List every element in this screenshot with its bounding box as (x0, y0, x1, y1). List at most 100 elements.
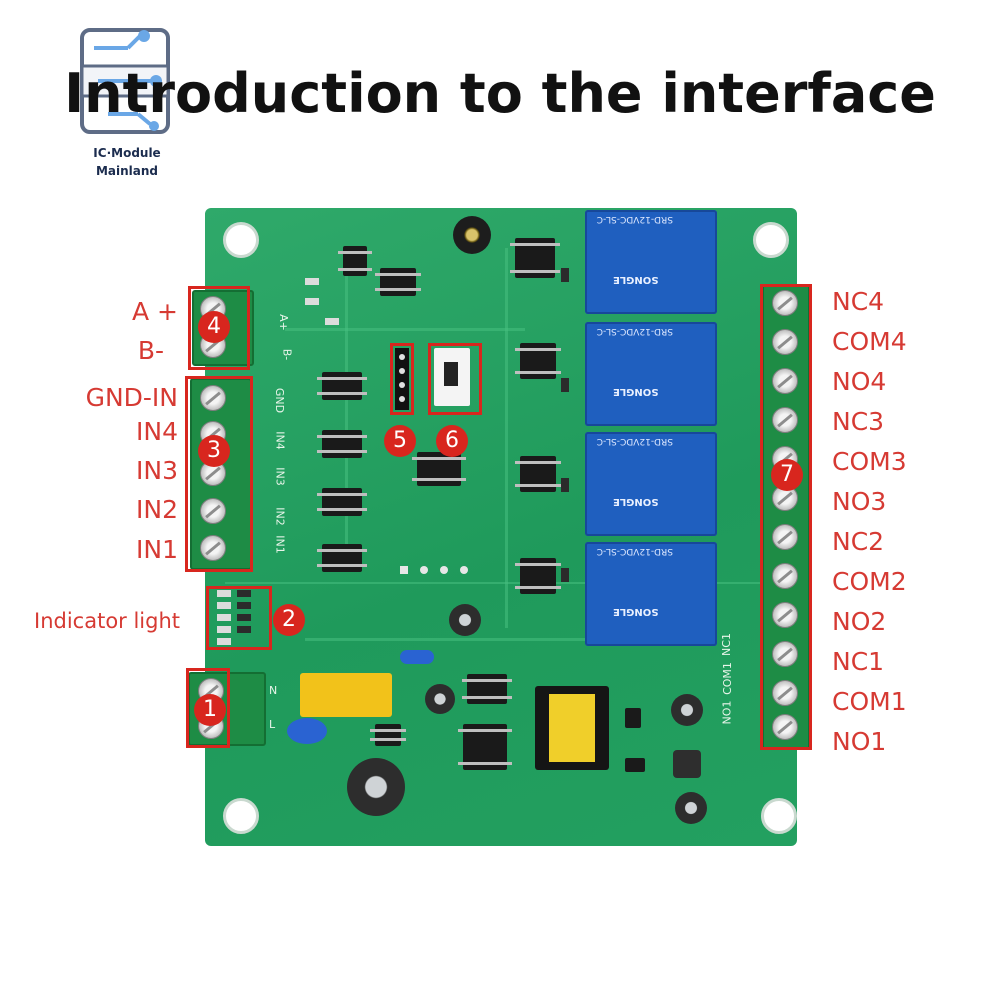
silk-gnd: GND (273, 387, 287, 414)
pcb-trace (285, 328, 525, 331)
silk-nc1: NC1 (719, 633, 733, 656)
mounting-hole (223, 222, 259, 258)
relay-output-terminal (762, 284, 810, 750)
label-com2: COM2 (832, 567, 907, 596)
relay-k2: SRD-12VDC-SL-C SONGLE (585, 432, 717, 536)
terminal-screw-com4[interactable] (772, 329, 798, 355)
smd-component (561, 568, 569, 582)
safety-capacitor (300, 673, 392, 717)
badge-2: 2 (273, 604, 305, 636)
label-no3: NO3 (832, 487, 887, 516)
microcontroller-chip (412, 452, 466, 486)
label-com4: COM4 (832, 327, 907, 356)
smd-component (561, 378, 569, 392)
silk-l: L (269, 718, 276, 731)
terminal-screw-com1[interactable] (772, 680, 798, 706)
diode (625, 708, 641, 728)
smd-resistor (237, 602, 251, 609)
indicator-led (217, 614, 231, 621)
regulator (625, 758, 645, 772)
label-in3: IN3 (136, 456, 178, 485)
relay-board: SRD-12VDC-SL-C SONGLE SRD-12VDC-SL-C SON… (205, 208, 797, 846)
label-nc2: NC2 (832, 527, 885, 556)
optocoupler (515, 343, 561, 379)
electrolytic-capacitor (449, 604, 481, 636)
highlight-box-inputs (185, 376, 253, 572)
optocoupler (317, 544, 367, 572)
page-title: Introduction to the interface (64, 62, 936, 125)
relay-brand: SONGLE (613, 386, 659, 397)
relay-brand: SONGLE (613, 496, 659, 507)
silk-in2: IN2 (273, 507, 287, 526)
terminal-screw-nc2[interactable] (772, 524, 798, 550)
indicator-led (217, 638, 231, 645)
mounting-hole (753, 222, 789, 258)
badge-7: 7 (771, 459, 803, 491)
ic-chip (338, 246, 372, 276)
ic-chip (375, 268, 421, 296)
relay-model-text: SRD-12VDC-SL-C (596, 214, 673, 224)
relay-k3: SRD-12VDC-SL-C SONGLE (585, 322, 717, 426)
relay-brand: SONGLE (613, 606, 659, 617)
terminal-screw-com2[interactable] (772, 563, 798, 589)
smd-resistor (237, 614, 251, 621)
ceramic-capacitor (400, 650, 434, 664)
inductor (673, 750, 701, 778)
indicator-led (217, 590, 231, 597)
optocoupler (317, 430, 367, 458)
label-b-minus: B- (137, 336, 164, 365)
silk-in1: IN1 (273, 535, 287, 554)
smd-resistor (237, 626, 251, 633)
highlight-box-program-header (390, 343, 414, 415)
silk-a-plus: A+ (276, 314, 290, 331)
terminal-screw-nc1[interactable] (772, 641, 798, 667)
mounting-hole (761, 798, 797, 834)
label-indicator-light: Indicator light (34, 609, 181, 633)
terminal-screw-no1[interactable] (772, 714, 798, 740)
terminal-screw-gnd-in[interactable] (200, 385, 226, 411)
smd-resistor (325, 318, 339, 325)
highlight-box-dip-switch (428, 343, 482, 415)
badge-6: 6 (436, 425, 468, 457)
pcb-trace (305, 638, 605, 641)
logo-caption-line1: IC·Module (93, 146, 161, 160)
relay-brand: SONGLE (613, 274, 659, 285)
label-com3: COM3 (832, 447, 907, 476)
label-no2: NO2 (832, 607, 887, 636)
relay-model-text: SRD-12VDC-SL-C (596, 326, 673, 336)
pcb-trace (505, 248, 508, 628)
smd-resistor (305, 298, 319, 305)
terminal-screw-in1[interactable] (200, 535, 226, 561)
terminal-screw-nc3[interactable] (772, 407, 798, 433)
optocoupler (317, 372, 367, 400)
indicator-led (217, 602, 231, 609)
highlight-box-power (186, 668, 230, 748)
terminal-screw-in2[interactable] (200, 498, 226, 524)
dip-switch (434, 348, 470, 406)
highlight-box-indicators (206, 586, 272, 650)
terminal-screw-no2[interactable] (772, 602, 798, 628)
electrolytic-capacitor (671, 694, 703, 726)
label-in1: IN1 (136, 535, 178, 564)
highlight-box-rs485 (188, 286, 250, 370)
smd-resistor (305, 278, 319, 285)
indicator-led (217, 626, 231, 633)
pin-header (395, 348, 409, 410)
label-no4: NO4 (832, 367, 887, 396)
logo-caption: IC·Module Mainland (72, 144, 182, 180)
terminal-screw-no4[interactable] (772, 368, 798, 394)
relay-model-text: SRD-12VDC-SL-C (596, 436, 673, 446)
label-nc1: NC1 (832, 647, 885, 676)
badge-3: 3 (198, 435, 230, 467)
badge-5: 5 (384, 425, 416, 457)
label-in4: IN4 (136, 417, 178, 446)
transformer (535, 686, 609, 770)
power-ic (458, 724, 512, 770)
ic-module-logo-icon (80, 28, 170, 134)
badge-4: 4 (198, 311, 230, 343)
silk-no1: NO1 (720, 700, 734, 725)
smd-resistor (237, 590, 251, 597)
terminal-screw-nc4[interactable] (772, 290, 798, 316)
electrolytic-capacitor (425, 684, 455, 714)
pcb-trace (345, 268, 348, 568)
